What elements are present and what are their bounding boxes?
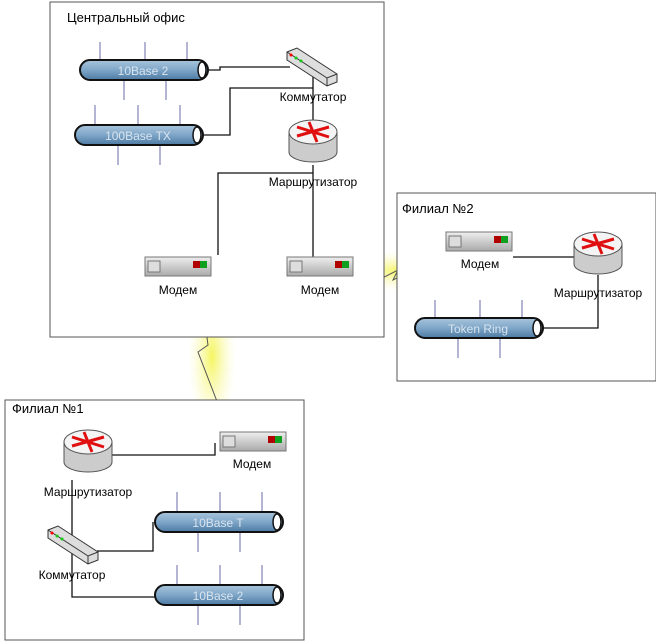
- switch-label: Коммутатор: [39, 568, 106, 582]
- modem-label: Модем: [301, 283, 339, 297]
- router-icon: [572, 230, 624, 276]
- bus-100basetx: 100Base TX: [74, 124, 204, 146]
- router-icon: [62, 428, 114, 474]
- svg-text:Token Ring: Token Ring: [448, 322, 508, 336]
- modem-label: Модем: [461, 257, 499, 271]
- svg-text:10Base T: 10Base T: [192, 516, 244, 530]
- site-title: Филиал №1: [12, 401, 84, 416]
- modem-icon: [219, 431, 287, 452]
- svg-text:10Base 2: 10Base 2: [193, 589, 244, 603]
- bus-token-ring: Token Ring: [414, 317, 544, 339]
- modem-icon: [445, 231, 513, 252]
- site-branch-1: Филиал №1 Маршрутизатор Модем Коммутатор…: [4, 399, 305, 641]
- bus-10base2: 10Base 2: [79, 59, 209, 81]
- modem-icon: [286, 256, 354, 277]
- switch-label: Коммутатор: [280, 90, 347, 104]
- router-label: Маршрутизатор: [269, 175, 358, 189]
- router-icon: [287, 118, 339, 164]
- modem-icon: [144, 256, 212, 277]
- site-title: Филиал №2: [402, 201, 474, 216]
- router-label: Маршрутизатор: [554, 286, 643, 300]
- bus-10base2: 10Base 2: [154, 584, 284, 606]
- site-central-office: Центральный офис 10Base 2 100Base TX Ком…: [49, 1, 385, 338]
- router-label: Маршрутизатор: [44, 485, 133, 499]
- site-title: Центральный офис: [67, 10, 185, 25]
- svg-text:100Base TX: 100Base TX: [105, 129, 171, 143]
- site-branch-2: Филиал №2 Модем Маршрутизатор Token Ring: [396, 192, 656, 382]
- modem-label: Модем: [159, 283, 197, 297]
- modem-label: Модем: [233, 457, 271, 471]
- svg-text:10Base 2: 10Base 2: [118, 64, 169, 78]
- bus-10baset: 10Base T: [154, 511, 284, 533]
